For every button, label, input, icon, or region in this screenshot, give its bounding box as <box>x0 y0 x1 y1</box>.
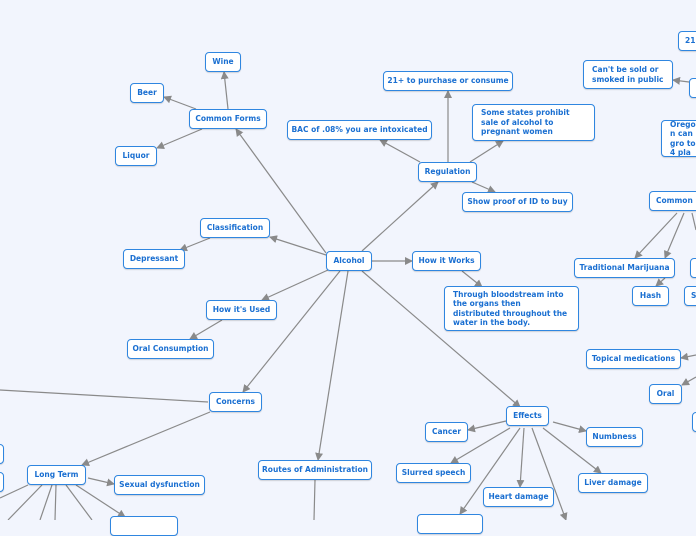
node-effects[interactable]: Effects <box>506 406 549 426</box>
node-r-oregon[interactable]: Oregon can gro to 4 pla <box>661 120 696 157</box>
node-how-used[interactable]: How it's Used <box>206 300 277 320</box>
node-r-box[interactable] <box>689 78 696 98</box>
node-r-oral[interactable]: Oral <box>649 384 682 404</box>
node-sexual[interactable]: Sexual dysfunction <box>114 475 205 495</box>
node-r-topical[interactable]: Topical medications <box>586 349 681 369</box>
node-depressant[interactable]: Depressant <box>123 249 185 269</box>
node-numbness[interactable]: Numbness <box>586 427 643 447</box>
node-pregnant[interactable]: Some states prohibit sale of alcohol to … <box>472 104 595 141</box>
node-left-2[interactable] <box>0 472 4 492</box>
node-r-hash[interactable]: Hash <box>632 286 669 306</box>
node-alcohol[interactable]: Alcohol <box>326 251 372 271</box>
node-bac[interactable]: BAC of .08% you are intoxicated <box>287 120 432 140</box>
node-age21[interactable]: 21+ to purchase or consume <box>383 71 513 91</box>
connector-lines <box>0 71 696 520</box>
node-beer[interactable]: Beer <box>130 83 164 103</box>
node-how-works[interactable]: How it Works <box>412 251 481 271</box>
node-heart[interactable]: Heart damage <box>483 487 554 507</box>
node-routes[interactable]: Routes of Administration <box>258 460 372 480</box>
node-slurred[interactable]: Slurred speech <box>396 463 471 483</box>
node-cancer[interactable]: Cancer <box>425 422 468 442</box>
node-effects-child[interactable] <box>417 514 483 534</box>
node-wine[interactable]: Wine <box>205 52 241 72</box>
node-r-box2[interactable] <box>690 258 696 278</box>
node-regulation[interactable]: Regulation <box>418 162 477 182</box>
node-oral-consumption[interactable]: Oral Consumption <box>127 339 214 359</box>
node-common-forms[interactable]: Common Forms <box>189 109 267 129</box>
node-left-1[interactable] <box>0 444 4 464</box>
node-r-traditional[interactable]: Traditional Marijuana <box>574 258 675 278</box>
node-liver[interactable]: Liver damage <box>578 473 648 493</box>
node-r-public[interactable]: Can't be sold or smoked in public <box>583 60 673 89</box>
node-r-common[interactable]: Common I <box>649 191 696 211</box>
node-r-21[interactable]: 21 <box>678 31 696 51</box>
node-r-s[interactable]: S <box>684 286 696 306</box>
node-long-term[interactable]: Long Term <box>27 465 86 485</box>
node-r-box3[interactable] <box>692 412 696 432</box>
node-liquor[interactable]: Liquor <box>115 146 157 166</box>
node-bloodstream[interactable]: Through bloodstream into the organs then… <box>444 286 579 331</box>
node-long-term-child[interactable] <box>110 516 178 536</box>
node-concerns[interactable]: Concerns <box>209 392 262 412</box>
node-show-id[interactable]: Show proof of ID to buy <box>462 192 573 212</box>
node-classification[interactable]: Classification <box>200 218 270 238</box>
